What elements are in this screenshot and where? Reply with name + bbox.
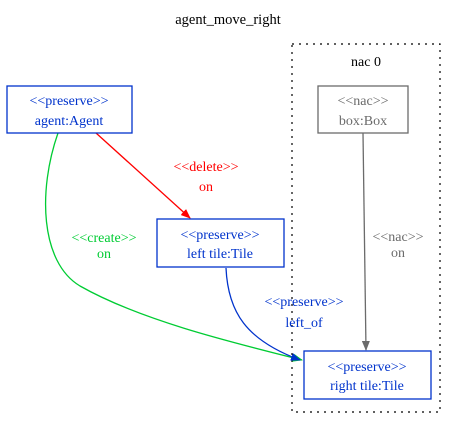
diagram-title: agent_move_right bbox=[175, 12, 281, 28]
edge-delete-on-label: on bbox=[199, 180, 213, 195]
edge-nac-on-label: on bbox=[391, 246, 405, 261]
edge-preserve-left-of-line bbox=[225, 267, 301, 361]
edge-nac-on-stereotype: <<nac>> bbox=[372, 230, 423, 245]
edge-preserve-left-of: <<preserve>> left_of bbox=[225, 267, 344, 361]
node-right-tile-stereotype: <<preserve>> bbox=[328, 360, 407, 375]
node-right-tile-name: right tile:Tile bbox=[330, 379, 404, 394]
edge-preserve-left-of-stereotype: <<preserve>> bbox=[265, 295, 344, 310]
edge-create-on-label: on bbox=[97, 247, 111, 262]
node-box-name: box:Box bbox=[339, 114, 387, 129]
node-left-tile-name: left tile:Tile bbox=[187, 247, 253, 262]
edge-nac-on: <<nac>> on bbox=[361, 132, 424, 351]
edge-delete-on-line bbox=[95, 132, 191, 219]
edge-nac-on-line bbox=[361, 132, 370, 351]
node-box: <<nac>> box:Box bbox=[317, 85, 409, 134]
node-agent-stereotype: <<preserve>> bbox=[30, 94, 109, 109]
node-agent-name: agent:Agent bbox=[35, 114, 104, 129]
edge-delete-on-stereotype: <<delete>> bbox=[173, 160, 238, 175]
node-box-stereotype: <<nac>> bbox=[337, 94, 388, 109]
node-right-tile: <<preserve>> right tile:Tile bbox=[303, 350, 432, 400]
nac-cluster: nac 0 bbox=[291, 43, 441, 413]
node-left-tile: <<preserve>> left tile:Tile bbox=[156, 218, 285, 268]
nac-cluster-label: nac 0 bbox=[351, 55, 381, 70]
edge-create-on-line bbox=[45, 132, 303, 362]
edge-preserve-left-of-label: left_of bbox=[285, 316, 323, 331]
node-left-tile-stereotype: <<preserve>> bbox=[181, 228, 260, 243]
node-agent: <<preserve>> agent:Agent bbox=[6, 85, 133, 134]
edge-create-on-stereotype: <<create>> bbox=[72, 231, 137, 246]
edge-delete-on: <<delete>> on bbox=[95, 132, 239, 219]
edge-create-on: <<create>> on bbox=[45, 132, 303, 362]
